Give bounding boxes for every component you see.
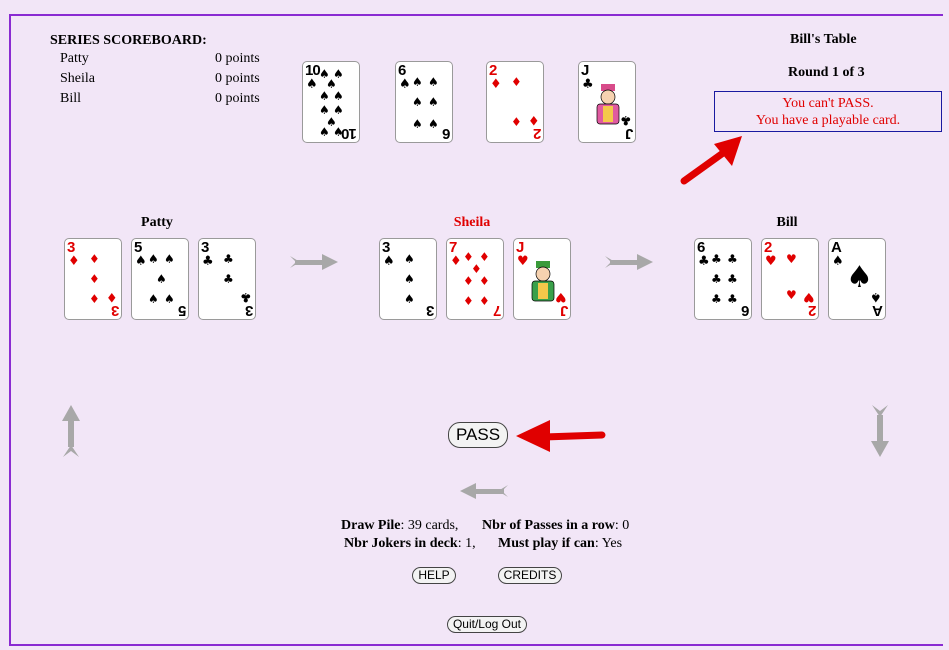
score-points: 0 points	[215, 91, 260, 106]
player-name-patty: Patty	[141, 215, 173, 230]
card-rank: 5	[134, 239, 142, 256]
ace-spade-icon: ♠	[846, 260, 873, 295]
card-rank: 6	[741, 302, 749, 319]
stat-label: Nbr Jokers in deck	[344, 536, 458, 551]
card-rank: J	[625, 125, 633, 142]
card-rank: 10	[342, 125, 357, 142]
pointer-arrow-icon	[680, 136, 742, 185]
table-card-jack-clubs[interactable]: J ♣ ♣ J	[578, 61, 636, 143]
card-suit: ♠	[306, 77, 318, 92]
card-suit: ♦	[68, 254, 80, 269]
score-player-name: Patty	[60, 51, 89, 66]
error-message-box: You can't PASS. You have a playable card…	[714, 91, 942, 132]
score-points: 0 points	[215, 51, 260, 66]
patty-card-3-clubs[interactable]: 3 ♣ ♣ ♣ ♣ 3	[198, 238, 256, 320]
card-rank: 2	[764, 239, 772, 256]
card-suit: ♣	[202, 254, 214, 269]
bill-card-6-clubs[interactable]: 6 ♣ ♣♣ ♣♣ ♣♣ 6	[694, 238, 752, 320]
pointer-arrow-icon	[516, 420, 606, 452]
pass-button[interactable]: PASS	[448, 422, 508, 448]
card-rank: 3	[67, 239, 75, 256]
card-rank: J	[581, 62, 589, 79]
score-points: 0 points	[215, 71, 260, 86]
stat-label: Nbr of Passes in a row	[482, 518, 615, 533]
must-play-stat: Must play if can: Yes	[498, 536, 622, 552]
bill-card-2-hearts[interactable]: 2 ♥ ♥ ♥ ♥ 2	[761, 238, 819, 320]
stat-label: Must play if can	[498, 536, 595, 551]
card-suit: ♦	[490, 77, 502, 92]
card-rank: 6	[697, 239, 705, 256]
card-rank: J	[516, 239, 524, 256]
card-rank: A	[831, 239, 842, 256]
card-suit: ♠	[832, 254, 844, 269]
stat-label: Draw Pile	[341, 518, 401, 533]
stat-value: : 39 cards,	[400, 518, 459, 533]
card-suit: ♠	[399, 77, 411, 92]
card-rank: 3	[426, 302, 434, 319]
passes-stat: Nbr of Passes in a row: 0	[482, 518, 629, 534]
bill-card-ace-spades[interactable]: A ♠ ♠ ♠ A	[828, 238, 886, 320]
card-suit: ♠	[135, 254, 147, 269]
card-rank: 6	[398, 62, 406, 79]
jack-face-icon	[596, 84, 620, 125]
error-message-line: You can't PASS.	[782, 96, 874, 111]
player-name-bill: Bill	[776, 215, 798, 230]
card-rank: 10	[305, 62, 321, 79]
card-rank: 6	[442, 125, 450, 142]
play-direction-up-arrow-icon	[62, 405, 80, 457]
card-suit: ♥	[765, 254, 777, 269]
credits-button[interactable]: CREDITS	[498, 567, 562, 584]
quit-logout-button[interactable]: Quit/Log Out	[447, 616, 527, 633]
draw-pile-stat: Draw Pile: 39 cards,	[341, 518, 458, 534]
card-suit: ♣	[582, 77, 594, 92]
card-suit: ♣	[698, 254, 710, 269]
error-message-line: You have a playable card.	[755, 113, 901, 128]
table-card-2-diamonds[interactable]: 2 ♦ ♦ ♦ ♦ 2	[486, 61, 544, 143]
sheila-card-3-spades[interactable]: 3 ♠ ♠ ♠ ♠ 3	[379, 238, 437, 320]
play-direction-right-arrow-icon	[290, 254, 338, 270]
card-rank: 2	[533, 125, 541, 142]
card-rank: 3	[382, 239, 390, 256]
table-name: Bill's Table	[790, 32, 857, 47]
card-rank: A	[873, 302, 883, 319]
card-rank: 2	[808, 302, 816, 319]
stat-value: : 1,	[457, 536, 476, 551]
score-row: Bill 0 points	[50, 89, 270, 109]
round-indicator: Round 1 of 3	[788, 65, 865, 80]
sheila-card-7-diamonds[interactable]: 7 ♦ ♦♦ ♦ ♦♦ ♦♦ 7	[446, 238, 504, 320]
table-card-6-spades[interactable]: 6 ♠ ♠♠ ♠♠ ♠♠ 6	[395, 61, 453, 143]
jokers-stat: Nbr Jokers in deck: 1,	[344, 536, 476, 552]
game-frame	[9, 14, 943, 646]
card-rank: 7	[493, 302, 501, 319]
help-button[interactable]: HELP	[412, 567, 456, 584]
card-rank: 7	[449, 239, 457, 256]
patty-card-3-diamonds[interactable]: 3 ♦ ♦ ♦ ♦ ♦ 3	[64, 238, 122, 320]
card-suit: ♥	[517, 254, 529, 269]
jack-face-icon	[531, 261, 555, 302]
card-rank: J	[560, 302, 568, 319]
card-rank: 2	[489, 62, 497, 79]
card-rank: 3	[201, 239, 209, 256]
player-name-sheila: Sheila	[453, 215, 491, 230]
score-player-name: Bill	[60, 91, 82, 106]
patty-card-5-spades[interactable]: 5 ♠ ♠♠ ♠ ♠♠ 5	[131, 238, 189, 320]
scoreboard-title: SERIES SCOREBOARD:	[50, 33, 207, 48]
stat-value: : Yes	[594, 536, 623, 551]
card-rank: 3	[245, 302, 253, 319]
series-scoreboard: SERIES SCOREBOARD: Patty 0 points Sheila…	[50, 33, 270, 109]
stat-value: : 0	[614, 518, 630, 533]
card-rank: 5	[178, 302, 186, 319]
score-row: Patty 0 points	[50, 49, 270, 69]
score-player-name: Sheila	[60, 71, 95, 86]
score-row: Sheila 0 points	[50, 69, 270, 89]
table-card-10-spades[interactable]: 10 ♠ ♠♠ ♠ ♠♠ ♠♠ ♠ ♠♠ 10	[302, 61, 360, 143]
sheila-card-jack-hearts[interactable]: J ♥ ♥ J	[513, 238, 571, 320]
play-direction-left-arrow-icon	[460, 483, 508, 499]
card-suit: ♦	[450, 254, 462, 269]
play-direction-down-arrow-icon	[871, 405, 889, 457]
play-direction-right-arrow-icon	[605, 254, 653, 270]
card-suit: ♠	[383, 254, 395, 269]
card-rank: 3	[111, 302, 119, 319]
